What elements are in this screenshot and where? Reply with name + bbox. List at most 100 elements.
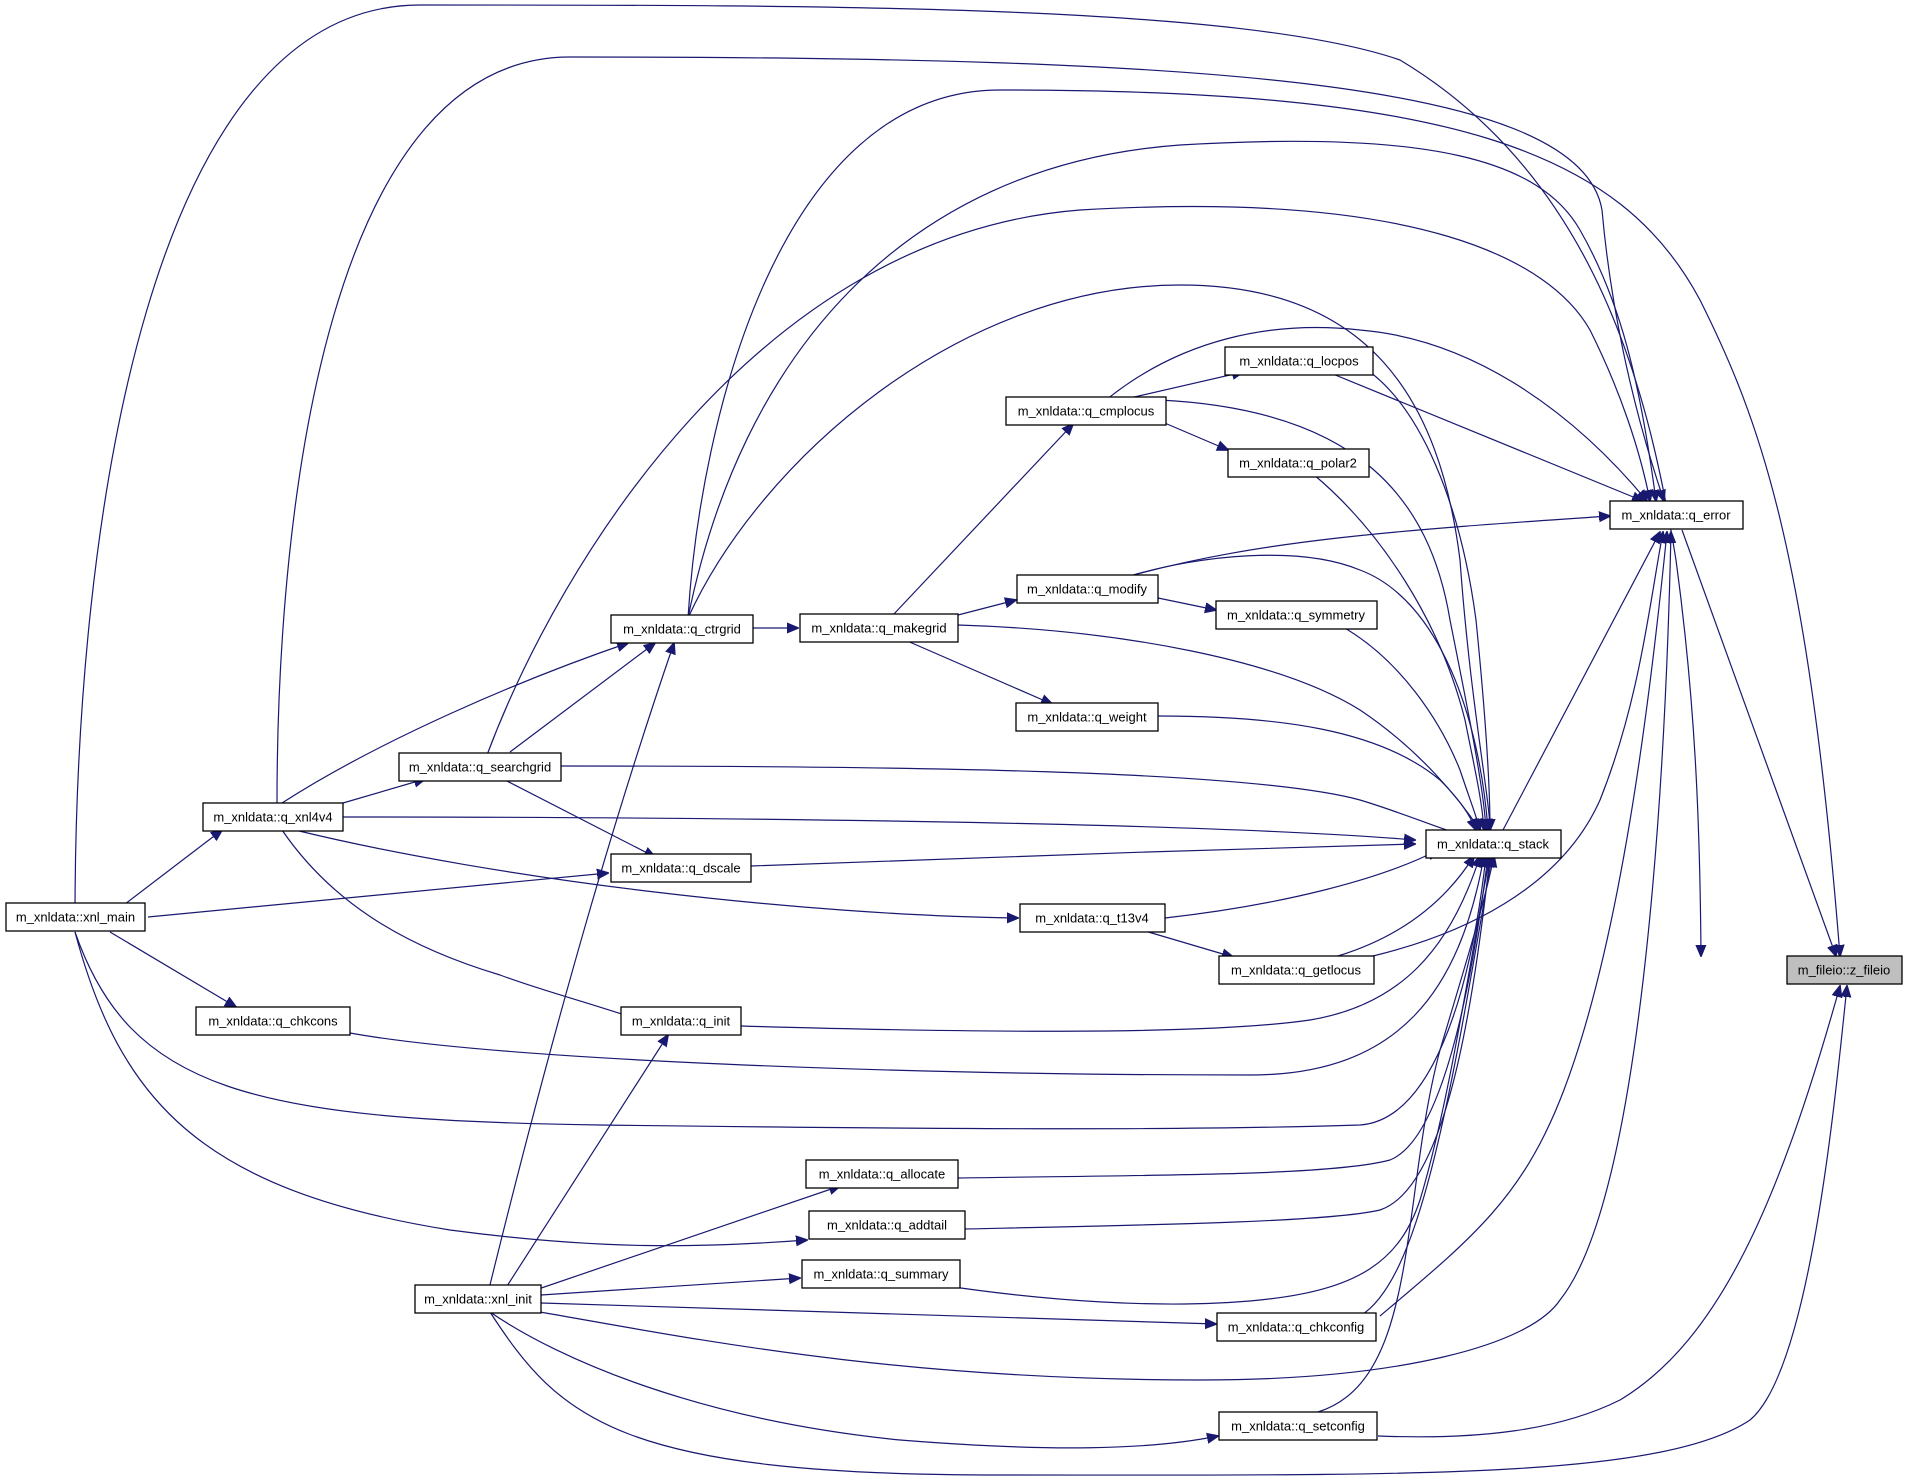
node-label: m_xnldata::q_searchgrid	[409, 760, 551, 775]
edge-q_ctrgrid-z_fileio	[687, 89, 1840, 956]
edge-xnl_init-q_init	[499, 1035, 668, 1298]
node-q_searchgrid[interactable]: m_xnldata::q_searchgrid	[398, 752, 562, 782]
edge-q_error-z_fileio	[1681, 529, 1836, 956]
edge-q_xnl4v4-q_stack	[342, 816, 1415, 840]
edge-q_modify-q_stack	[1129, 554, 1488, 830]
edge-q_ctrgrid-q_error	[687, 140, 1656, 619]
edge-q_setconfig-z_fileio	[1377, 986, 1840, 1438]
edge-q_searchgrid-q_dscale	[504, 779, 655, 857]
edge-q_cmplocus-q_error	[1105, 326, 1647, 501]
node-q_setconfig[interactable]: m_xnldata::q_setconfig	[1218, 1411, 1378, 1441]
node-q_modify[interactable]: m_xnldata::q_modify	[1016, 574, 1159, 604]
edge-q_cmplocus-q_locpos	[1129, 372, 1243, 399]
node-label: m_xnldata::q_stack	[1437, 837, 1550, 852]
edge-q_addtail-q_stack	[964, 856, 1490, 1230]
node-q_xnl4v4[interactable]: m_xnldata::q_xnl4v4	[202, 802, 344, 832]
node-q_summary[interactable]: m_xnldata::q_summary	[801, 1259, 961, 1289]
edge-xnl_main-z_fileio	[74, 4, 1701, 956]
edge-q_setconfig-q_stack	[1317, 856, 1494, 1413]
node-q_weight[interactable]: m_xnldata::q_weight	[1015, 702, 1159, 732]
node-label: m_xnldata::q_ctrgrid	[623, 622, 741, 637]
node-label: m_xnldata::q_summary	[813, 1267, 949, 1282]
node-label: m_xnldata::q_error	[1621, 508, 1731, 523]
node-q_addtail[interactable]: m_xnldata::q_addtail	[808, 1210, 966, 1240]
node-q_symmetry[interactable]: m_xnldata::q_symmetry	[1215, 600, 1378, 630]
node-q_ctrgrid[interactable]: m_xnldata::q_ctrgrid	[610, 614, 754, 644]
node-label: m_xnldata::xnl_init	[424, 1292, 532, 1307]
node-q_error[interactable]: m_xnldata::q_error	[1609, 500, 1744, 530]
edge-xnl_init-q_summary	[540, 1278, 800, 1296]
edge-q_xnl4v4-q_searchgrid	[342, 779, 425, 804]
edge-q_getlocus-q_stack	[1337, 856, 1474, 957]
node-label: m_xnldata::q_init	[632, 1014, 731, 1029]
node-label: m_xnldata::q_modify	[1027, 582, 1147, 597]
edge-q_locpos-q_stack	[1369, 371, 1490, 830]
edge-xnl_init-q_chkconfig	[540, 1302, 1216, 1324]
node-q_chkcons[interactable]: m_xnldata::q_chkcons	[195, 1006, 351, 1036]
node-label: m_xnldata::q_setconfig	[1231, 1419, 1365, 1434]
edge-q_dscale-q_stack	[750, 844, 1415, 867]
edge-q_t13v4-q_getlocus	[1144, 930, 1233, 957]
edge-q_chkconfig-q_stack	[1359, 856, 1492, 1317]
node-q_dscale[interactable]: m_xnldata::q_dscale	[610, 853, 752, 883]
edge-xnl_main-q_addtail	[74, 931, 807, 1246]
node-z_fileio[interactable]: m_fileio::z_fileio	[1786, 955, 1903, 985]
edge-q_polar2-q_stack	[1312, 473, 1484, 830]
node-q_chkconfig[interactable]: m_xnldata::q_chkconfig	[1216, 1312, 1377, 1342]
edge-q_cmplocus-q_stack	[1159, 399, 1486, 830]
edge-q_getlocus-q_error	[1372, 532, 1663, 957]
node-label: m_xnldata::q_allocate	[819, 1167, 945, 1182]
node-xnl_main[interactable]: m_xnldata::xnl_main	[5, 902, 146, 932]
edge-xnl_init-q_error	[539, 532, 1671, 1381]
node-label: m_xnldata::q_getlocus	[1231, 963, 1362, 978]
edge-q_locpos-q_error	[1327, 371, 1643, 501]
edge-q_symmetry-q_stack	[1342, 626, 1480, 830]
nodes-layer: m_xnldata::xnl_main m_xnldata::q_xnl4v4 …	[5, 346, 1903, 1441]
node-label: m_xnldata::q_xnl4v4	[213, 810, 332, 825]
edges-layer	[74, 4, 1847, 1476]
node-label: m_xnldata::q_addtail	[827, 1218, 947, 1233]
edge-q_xnl4v4-q_t13v4	[294, 829, 1018, 918]
node-q_cmplocus[interactable]: m_xnldata::q_cmplocus	[1005, 396, 1167, 426]
edge-q_ctrgrid-q_stack	[687, 284, 1490, 830]
edge-q_searchgrid-q_error	[486, 205, 1650, 756]
node-label: m_fileio::z_fileio	[1798, 963, 1891, 978]
edge-q_chkcons-q_stack	[349, 856, 1484, 1076]
edge-q_searchgrid-q_ctrgrid	[509, 643, 655, 753]
edge-q_cmplocus-q_polar2	[1159, 420, 1228, 450]
edge-q_modify-q_error	[1129, 516, 1610, 577]
node-label: m_xnldata::q_dscale	[621, 861, 740, 876]
edge-xnl_init-q_ctrgrid	[486, 643, 674, 1298]
node-label: m_xnldata::q_locpos	[1239, 354, 1359, 369]
edge-q_xnl4v4-q_ctrgrid	[281, 643, 628, 804]
edge-q_xnl4v4-q_init	[281, 829, 640, 1020]
node-label: m_xnldata::q_symmetry	[1227, 608, 1365, 623]
node-label: m_xnldata::q_weight	[1027, 710, 1147, 725]
node-label: m_xnldata::q_polar2	[1239, 456, 1357, 471]
edge-xnl_main-q_dscale	[147, 873, 608, 918]
edge-q_searchgrid-q_stack	[560, 765, 1470, 838]
node-q_stack[interactable]: m_xnldata::q_stack	[1425, 829, 1562, 859]
edge-q_xnl4v4-q_error	[276, 56, 1664, 804]
node-label: m_xnldata::q_cmplocus	[1018, 404, 1155, 419]
edge-q_makegrid-q_weight	[904, 639, 1052, 704]
node-label: m_xnldata::xnl_main	[16, 910, 135, 925]
node-label: m_xnldata::q_t13v4	[1035, 911, 1148, 926]
edge-q_weight-q_stack	[1157, 715, 1476, 830]
edge-q_modify-q_symmetry	[1157, 597, 1216, 610]
node-q_polar2[interactable]: m_xnldata::q_polar2	[1227, 448, 1370, 478]
node-q_getlocus[interactable]: m_xnldata::q_getlocus	[1218, 955, 1375, 985]
node-q_t13v4[interactable]: m_xnldata::q_t13v4	[1019, 903, 1166, 933]
edge-q_init-q_stack	[740, 856, 1480, 1032]
node-q_locpos[interactable]: m_xnldata::q_locpos	[1224, 346, 1374, 376]
edge-q_stack-q_error	[1502, 532, 1660, 831]
node-label: m_xnldata::q_chkcons	[208, 1014, 338, 1029]
node-q_allocate[interactable]: m_xnldata::q_allocate	[805, 1159, 959, 1189]
node-q_init[interactable]: m_xnldata::q_init	[620, 1006, 742, 1036]
node-q_makegrid[interactable]: m_xnldata::q_makegrid	[799, 613, 959, 643]
edge-xnl_init-z_fileio	[489, 986, 1847, 1476]
edge-xnl_init-q_setconfig	[489, 1311, 1218, 1449]
node-xnl_init[interactable]: m_xnldata::xnl_init	[414, 1284, 542, 1314]
edge-xnl_init-q_allocate	[514, 1186, 840, 1298]
